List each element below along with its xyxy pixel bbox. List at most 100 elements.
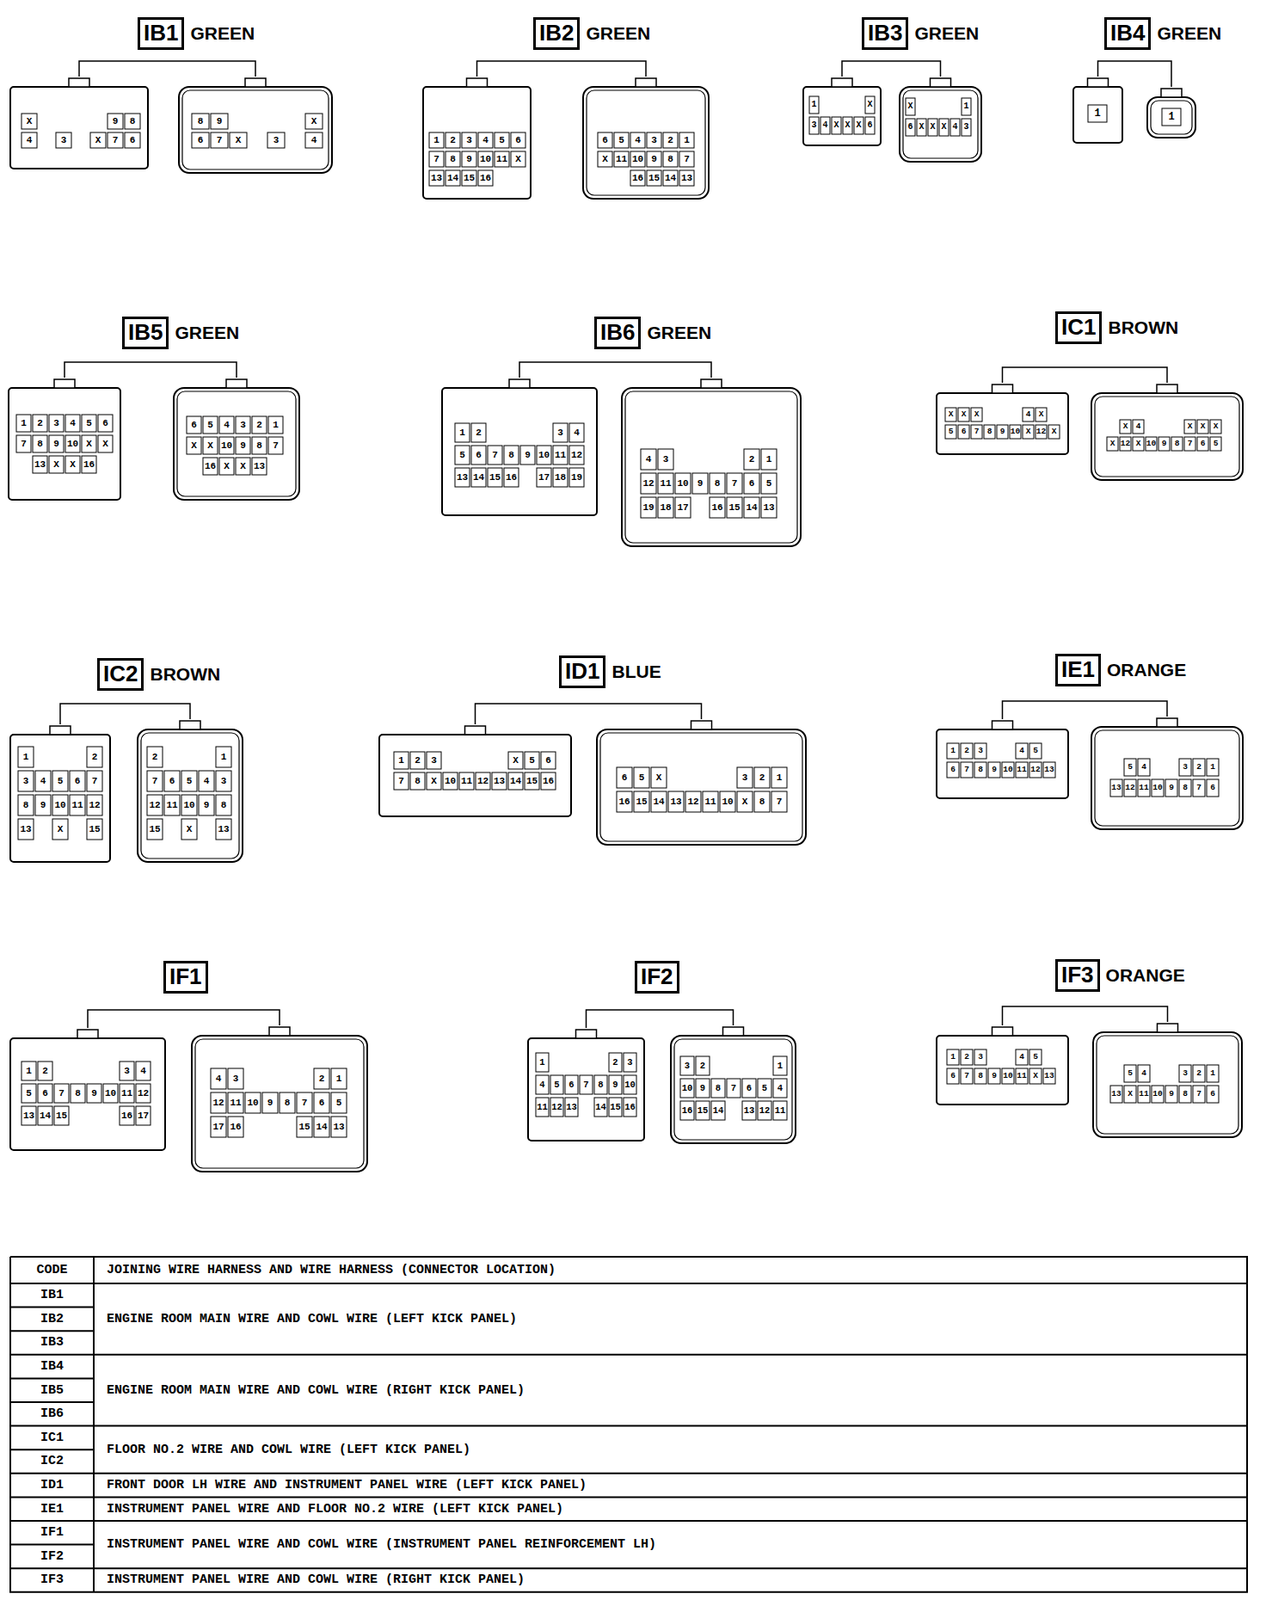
pin-number: 16	[228, 1117, 243, 1137]
pin-number: 12	[1120, 437, 1131, 450]
pin-cell	[186, 416, 202, 434]
bracket	[519, 362, 712, 378]
pin-number: X	[1023, 425, 1033, 438]
connector-housing	[670, 1035, 796, 1144]
pin-number: 6	[314, 1093, 329, 1113]
pin-number: 14	[663, 171, 677, 185]
pin-cell	[296, 1116, 313, 1137]
pin-number: 11	[1138, 780, 1150, 796]
pin-number: 1	[680, 133, 694, 148]
pin-number: 9	[1166, 1086, 1177, 1102]
pin-number: 2	[87, 747, 102, 767]
pin-cell	[579, 1075, 593, 1094]
pin-cell	[905, 98, 916, 116]
pin-number: 11	[703, 792, 718, 812]
pin-number: 7	[17, 436, 31, 452]
pin-cell	[623, 1097, 637, 1117]
pin-number: X	[854, 117, 863, 134]
pin-number: 3	[56, 133, 71, 148]
pin-number: 10	[66, 436, 80, 452]
pin-number: 8	[280, 1093, 295, 1113]
pin-cell	[191, 132, 209, 148]
pin-cell	[679, 151, 695, 167]
harness-description: ENGINE ROOM MAIN WIRE AND COWL WIRE (LEF…	[106, 1283, 517, 1355]
pin-cell	[181, 794, 197, 816]
pin-number: 7	[961, 1069, 972, 1083]
pin-cell	[971, 424, 983, 439]
pin-cell	[946, 762, 959, 778]
pin-cell	[21, 1061, 37, 1081]
pin-number: X	[843, 117, 852, 134]
connector-housing	[1073, 86, 1123, 143]
connector-color: ORANGE	[1106, 964, 1186, 986]
pin-number: 2	[961, 743, 972, 758]
pin-cell	[960, 762, 973, 778]
pin-number: 13	[1044, 762, 1055, 777]
pin-cell	[81, 414, 97, 432]
pin-number: X	[928, 119, 937, 136]
pin-number: 8	[125, 114, 140, 129]
pin-cell	[663, 151, 678, 167]
harness-description: INSTRUMENT PANEL WIRE AND COWL WIRE (INS…	[106, 1520, 657, 1568]
pin-number: X	[1049, 425, 1059, 438]
pin-cell	[1009, 424, 1021, 439]
pin-number: 7	[87, 771, 102, 791]
pin-number: 8	[710, 473, 725, 493]
pin-number: X	[1185, 420, 1195, 433]
pin-cell	[743, 473, 760, 494]
table-rule	[10, 1495, 1248, 1498]
harness-description: ENGINE ROOM MAIN WIRE AND COWL WIRE (RIG…	[106, 1354, 525, 1426]
pin-cell	[726, 473, 743, 494]
bracket	[64, 362, 237, 378]
pin-cell	[771, 791, 787, 812]
pin-number: 17	[676, 497, 690, 517]
connector-housing	[528, 1038, 645, 1141]
table-rule	[10, 1329, 94, 1332]
pin-cell	[640, 473, 657, 494]
connector-code: IE1	[1055, 653, 1101, 687]
pin-cell	[18, 770, 34, 792]
pin-number: 1	[18, 747, 33, 767]
connector-code: IB2	[10, 1307, 94, 1332]
pin-cell	[305, 113, 323, 130]
connector-code: IC1	[10, 1425, 94, 1451]
bracket	[1002, 1006, 1168, 1026]
pin-cell	[21, 1106, 37, 1125]
pin-cell	[524, 772, 540, 790]
pin-number: 5	[1124, 1065, 1136, 1082]
pin-cell	[219, 457, 234, 475]
pin-number: 13	[669, 792, 683, 812]
pin-cell	[1029, 762, 1042, 778]
pin-number: 6	[70, 771, 85, 791]
pin-cell	[215, 794, 232, 816]
pin-cell	[809, 96, 819, 114]
pin-number: 9	[693, 473, 707, 493]
pin-cell	[1161, 108, 1181, 126]
connector-housing	[1091, 726, 1243, 830]
pin-cell	[1110, 779, 1123, 797]
pin-number: 13	[1044, 1069, 1055, 1083]
pin-cell	[135, 1106, 151, 1125]
pin-number: 10	[631, 152, 645, 166]
pin-number: 13	[216, 819, 231, 839]
pin-cell	[86, 746, 103, 768]
connector-face	[10, 1029, 166, 1150]
pin-cell	[1145, 436, 1157, 451]
pin-number: 3	[462, 133, 476, 148]
pin-cell	[471, 445, 486, 465]
pin-cell	[81, 455, 97, 474]
pin-number: 14	[38, 1106, 52, 1125]
pin-number: 3	[810, 117, 818, 134]
pin-cell	[692, 473, 708, 494]
pin-number: 13	[762, 497, 776, 517]
pin-number: 7	[147, 771, 162, 791]
connector-housing	[8, 387, 121, 500]
connector-label: IF2	[634, 960, 680, 994]
connector-code: IB6	[594, 316, 641, 350]
pin-cell	[974, 1049, 987, 1065]
pin-cell	[487, 467, 503, 487]
bracket	[79, 61, 256, 77]
connector-code: IC2	[97, 657, 144, 691]
pin-number: X	[236, 458, 250, 474]
pin-cell	[651, 791, 667, 812]
